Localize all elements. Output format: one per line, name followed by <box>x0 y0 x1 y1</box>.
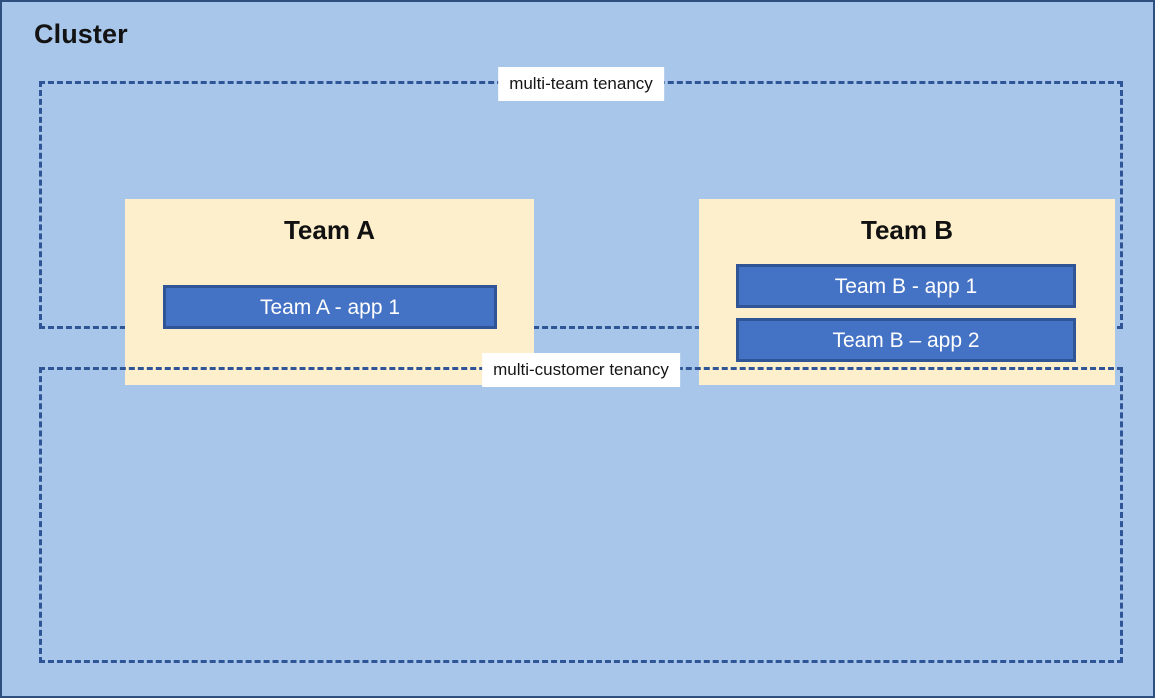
team-panel-team-b: Team B Team B - app 1 Team B – app 2 <box>699 199 1115 385</box>
team-b-app-list: Team B - app 1 Team B – app 2 <box>736 264 1076 362</box>
team-panel-team-a: Team A Team A - app 1 <box>125 199 534 385</box>
tenancy-group-label-multi-customer: multi-customer tenancy <box>482 353 680 387</box>
team-a-app-list: Team A - app 1 <box>163 285 497 329</box>
cluster-title: Cluster <box>34 19 128 49</box>
team-title-team-a: Team A <box>283 215 376 245</box>
tenancy-group-multi-team: multi-team tenancy Team A Team A - app 1… <box>39 67 1123 385</box>
team-title-team-b: Team B <box>861 215 953 245</box>
app-box-team-a-app-1[interactable]: Team A - app 1 <box>163 285 497 329</box>
tenancy-group-multi-customer: multi-customer tenancy Team C Team C – a… <box>39 353 1123 663</box>
tenancy-group-label-multi-team: multi-team tenancy <box>498 67 664 101</box>
app-box-team-b-app-1[interactable]: Team B - app 1 <box>736 264 1076 308</box>
app-box-team-b-app-2[interactable]: Team B – app 2 <box>736 318 1076 362</box>
